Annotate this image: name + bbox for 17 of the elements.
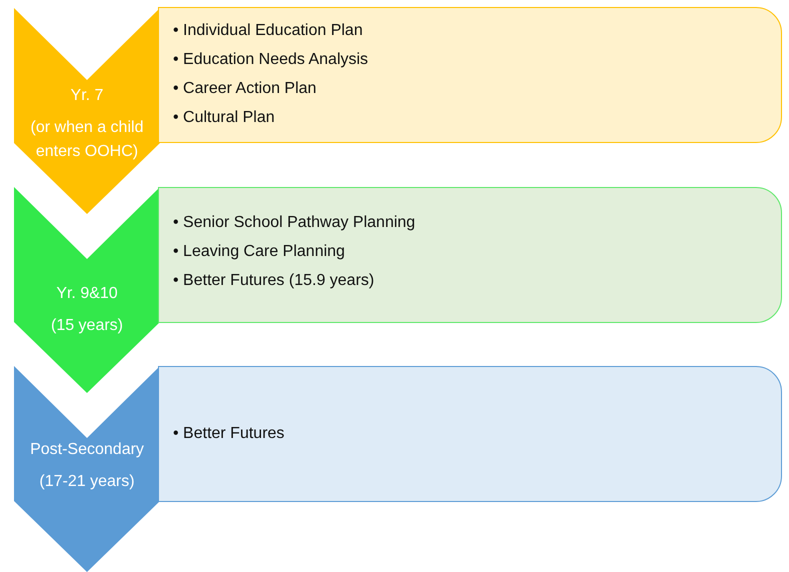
plan-item: • Career Action Plan (173, 79, 316, 99)
plan-item: • Senior School Pathway Planning (173, 213, 416, 233)
plan-box (158, 7, 782, 143)
plan-item: • Better Futures (15.9 years) (173, 271, 374, 291)
stage-label: Post-Secondary (29, 440, 145, 460)
plan-item: • Leaving Care Planning (173, 242, 345, 262)
plan-box (158, 366, 782, 502)
stage-label: Yr. 7 (70, 86, 104, 106)
stage-label: (15 years) (50, 316, 124, 336)
plan-box (158, 187, 782, 323)
stage-label: (or when a child enters OOHC) (30, 118, 144, 162)
plan-item: • Cultural Plan (173, 108, 275, 128)
plan-item: • Better Futures (173, 424, 284, 444)
stage-label: (17-21 years) (38, 472, 136, 492)
plan-item: • Education Needs Analysis (173, 50, 368, 70)
stage-label: Yr. 9&10 (55, 284, 119, 304)
plan-item: • Individual Education Plan (173, 21, 363, 41)
